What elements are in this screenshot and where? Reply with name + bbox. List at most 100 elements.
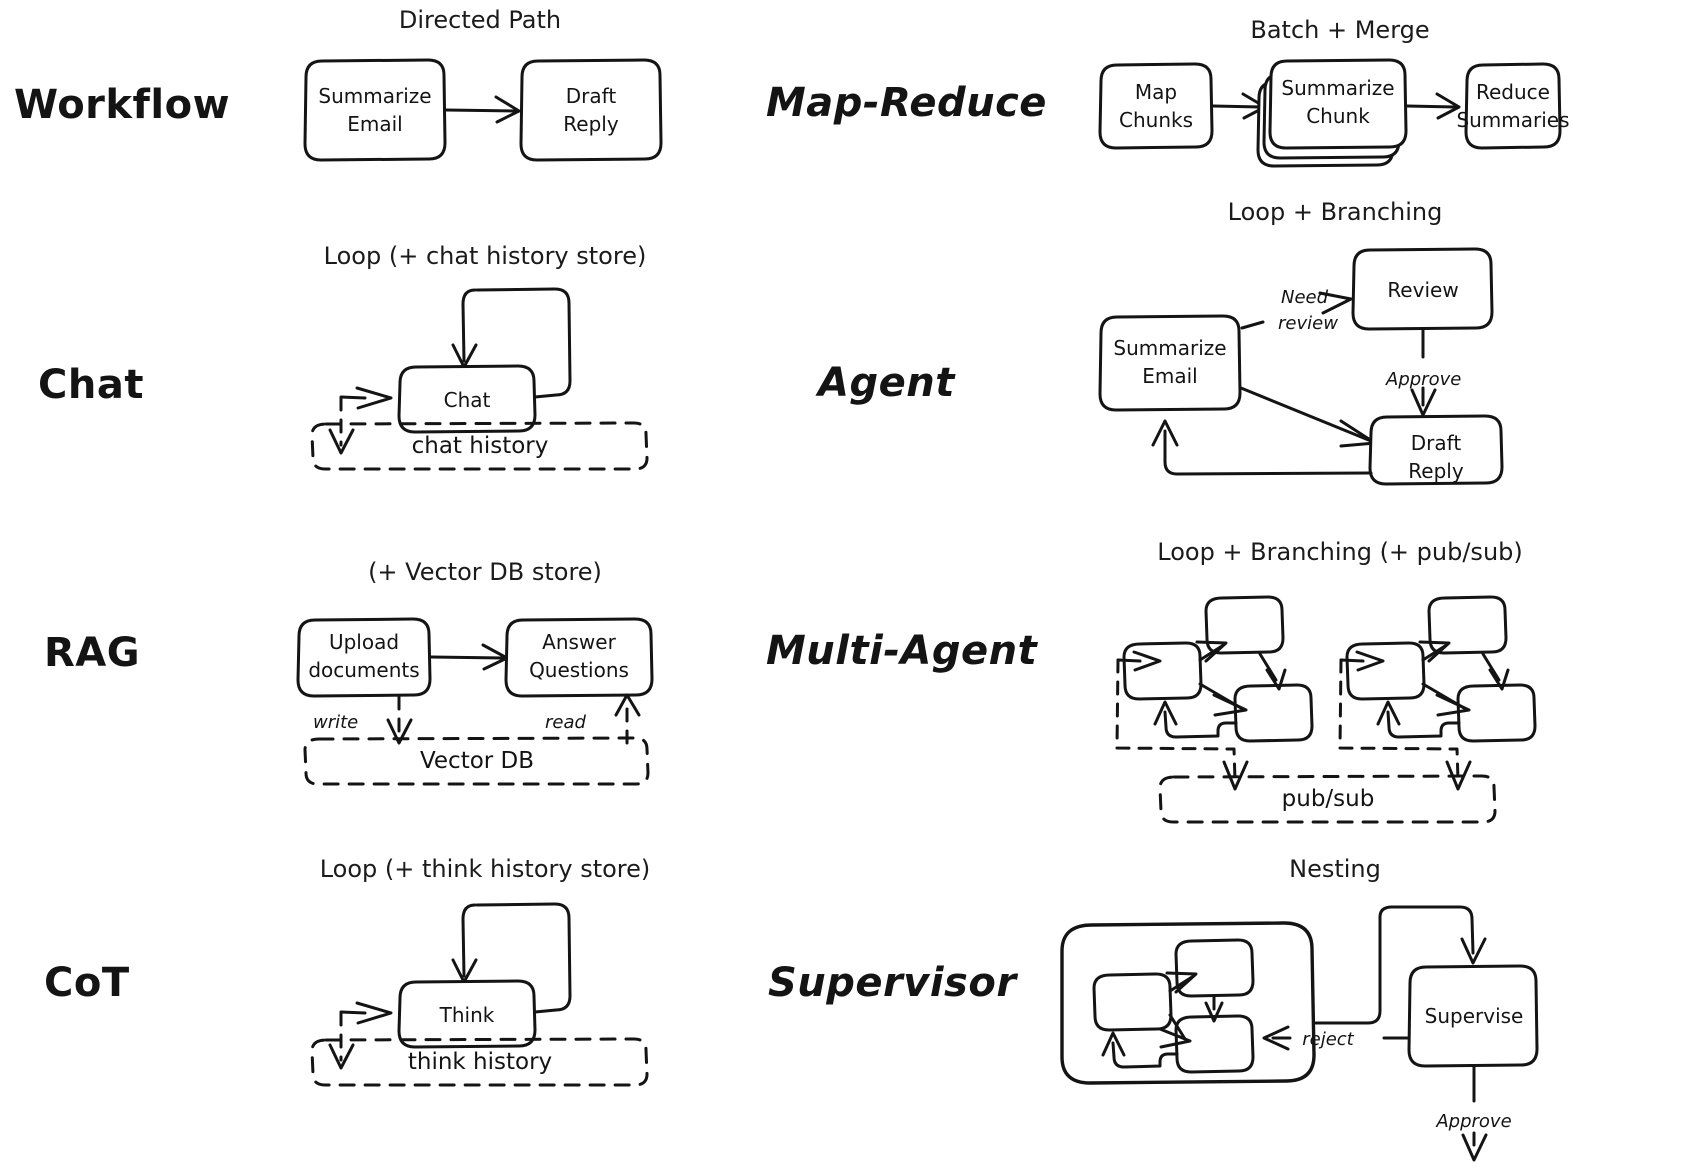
arrowhead-review-to-draft bbox=[1410, 388, 1437, 417]
node-sup-top[interactable] bbox=[1174, 938, 1255, 998]
edge-sup-left-to-right bbox=[1168, 1013, 1187, 1041]
panel-multi-agent-diagram bbox=[1115, 595, 1537, 791]
node-map-chunks[interactable]: Map Chunks bbox=[1098, 62, 1214, 150]
row-label-multi-agent: Multi-Agent bbox=[766, 628, 1038, 674]
node-label-supervise: Supervise bbox=[1425, 1004, 1524, 1028]
node-review[interactable]: Review bbox=[1351, 247, 1494, 331]
node-summarize-email-agent[interactable]: Summarize Email bbox=[1098, 314, 1242, 412]
edge-summarize-to-reduce bbox=[1405, 104, 1457, 109]
edge-store-to-think-stub bbox=[339, 1010, 367, 1015]
node-reduce-summaries[interactable]: Reduce Summaries bbox=[1456, 62, 1570, 150]
arrowhead-summarize-to-draft bbox=[494, 95, 521, 124]
node-label-reply: Reply bbox=[563, 112, 619, 136]
panel-map-reduce-diagram: Map Chunks Summarize Chunk Reduce Summar… bbox=[1098, 58, 1570, 168]
node-chat[interactable]: Chat bbox=[397, 364, 537, 434]
panel-title-loop-think: Loop (+ think history store) bbox=[319, 855, 651, 883]
store-think-history[interactable]: think history bbox=[310, 1037, 649, 1087]
node-label-reduce: Reduce bbox=[1476, 80, 1550, 104]
arrowhead-group-to-supervise bbox=[1460, 937, 1487, 965]
store-vector-db[interactable]: Vector DB bbox=[303, 736, 650, 786]
panel-title-nesting: Nesting bbox=[1289, 855, 1381, 883]
edge-label-review: review bbox=[1278, 313, 1338, 334]
store-label-pub-sub: pub/sub bbox=[1282, 786, 1375, 812]
edge-summarize-to-draft-direct bbox=[1239, 386, 1373, 443]
node-ma-b-top[interactable] bbox=[1427, 595, 1508, 655]
store-chat-history[interactable]: chat history bbox=[310, 421, 649, 471]
node-label-documents: documents bbox=[308, 658, 419, 682]
edge-label-approve-supervisor: Approve bbox=[1435, 1111, 1511, 1132]
panel-title-loop-branching: Loop + Branching bbox=[1227, 198, 1443, 226]
edge-sup-right-loop bbox=[1111, 1041, 1179, 1069]
multi-agent-cluster-b bbox=[1338, 595, 1537, 791]
supervisor-nested-group[interactable] bbox=[1060, 921, 1316, 1085]
node-label-summaries: Summaries bbox=[1456, 108, 1569, 132]
row-label-supervisor: Supervisor bbox=[768, 960, 1017, 1006]
store-label-vector-db: Vector DB bbox=[420, 748, 534, 774]
panel-title-loop-chat: Loop (+ chat history store) bbox=[323, 242, 647, 270]
node-label-chat: Chat bbox=[444, 388, 491, 412]
panel-chat-diagram: Chat bbox=[328, 287, 572, 455]
panel-title-loop-branching-pubsub: Loop + Branching (+ pub/sub) bbox=[1157, 538, 1523, 566]
row-label-cot: CoT bbox=[44, 960, 130, 1006]
edge-think-self-loop-down bbox=[461, 903, 477, 978]
edge-ma-b-dashed-stub bbox=[1339, 658, 1365, 663]
arrowhead-ma-a-right-loop bbox=[1153, 700, 1178, 726]
arrowhead-summarize-to-reduce bbox=[1435, 92, 1461, 120]
node-ma-b-left[interactable] bbox=[1345, 641, 1426, 701]
edge-ma-b-right-loop bbox=[1386, 710, 1461, 739]
node-draft-reply-agent[interactable]: Draft Reply bbox=[1368, 414, 1504, 486]
edge-ma-a-dashed-out bbox=[1115, 658, 1237, 782]
node-label-reply-agent: Reply bbox=[1408, 459, 1464, 483]
panel-agent-diagram: Review Summarize Email Need review Appro… bbox=[1098, 247, 1504, 486]
node-ma-b-right[interactable] bbox=[1456, 683, 1537, 743]
edge-summarize-to-review bbox=[1240, 320, 1265, 330]
node-sup-left[interactable] bbox=[1092, 972, 1173, 1032]
node-answer-questions[interactable]: Answer Questions bbox=[504, 617, 654, 698]
node-label-chunks: Chunks bbox=[1119, 108, 1193, 132]
node-sup-right[interactable] bbox=[1174, 1014, 1255, 1074]
node-summarize-chunk-stack[interactable]: Summarize Chunk bbox=[1256, 58, 1408, 168]
arrowhead-ma-a-left-to-top bbox=[1195, 640, 1228, 663]
arrowhead-ma-b-to-pubsub bbox=[1445, 760, 1472, 791]
node-label-questions: Questions bbox=[529, 658, 629, 682]
panel-supervisor-diagram: Supervise reject Approve bbox=[1060, 905, 1539, 1162]
node-ma-a-top[interactable] bbox=[1204, 595, 1285, 655]
edge-ma-a-right-loop bbox=[1163, 710, 1238, 739]
arrowhead-think-to-store bbox=[328, 1043, 355, 1070]
arrowhead-sup-top-to-right bbox=[1204, 1001, 1224, 1023]
arrowhead-store-to-chat bbox=[355, 386, 393, 410]
edge-summarize-to-draft bbox=[444, 108, 518, 113]
arrowhead-ma-b-right-loop bbox=[1376, 700, 1401, 726]
arrowhead-ma-b-top-to-right bbox=[1488, 668, 1510, 691]
edge-chat-self-loop-down bbox=[461, 288, 477, 363]
node-label-draft: Draft bbox=[566, 84, 617, 108]
edge-chat-self-loop bbox=[475, 287, 572, 399]
panel-title-batch-merge: Batch + Merge bbox=[1250, 16, 1430, 44]
arrowhead-ma-b-left-to-right bbox=[1435, 693, 1471, 717]
panel-rag-store: Vector DB bbox=[303, 736, 650, 786]
row-label-chat: Chat bbox=[38, 362, 144, 408]
store-pub-sub[interactable]: pub/sub bbox=[1158, 774, 1497, 824]
node-draft-reply[interactable]: Draft Reply bbox=[519, 58, 663, 162]
node-summarize-email[interactable]: Summarize Email bbox=[303, 58, 447, 162]
node-ma-a-right[interactable] bbox=[1233, 683, 1314, 743]
panel-title-directed-path: Directed Path bbox=[398, 6, 562, 34]
row-label-workflow: Workflow bbox=[14, 82, 231, 128]
edge-group-to-supervise bbox=[1314, 905, 1475, 1025]
node-upload-documents[interactable]: Upload documents bbox=[296, 617, 432, 698]
node-label-email: Email bbox=[347, 112, 403, 136]
node-think[interactable]: Think bbox=[397, 979, 537, 1049]
edge-label-need: Need bbox=[1281, 287, 1329, 308]
edge-ma-b-dashed-out bbox=[1338, 658, 1460, 782]
node-supervise[interactable]: Supervise bbox=[1407, 964, 1539, 1068]
panel-cot-diagram: Think bbox=[328, 902, 572, 1070]
node-label-summarize-chunk-2: Chunk bbox=[1306, 104, 1370, 128]
edge-label-reject: reject bbox=[1302, 1029, 1354, 1050]
node-ma-a-left[interactable] bbox=[1122, 641, 1203, 701]
node-label-map: Map bbox=[1135, 80, 1177, 104]
node-label-think: Think bbox=[439, 1003, 495, 1027]
edge-think-self-loop bbox=[475, 902, 572, 1014]
edge-ma-a-dashed-stub bbox=[1116, 658, 1142, 663]
node-label-review: Review bbox=[1387, 278, 1458, 302]
